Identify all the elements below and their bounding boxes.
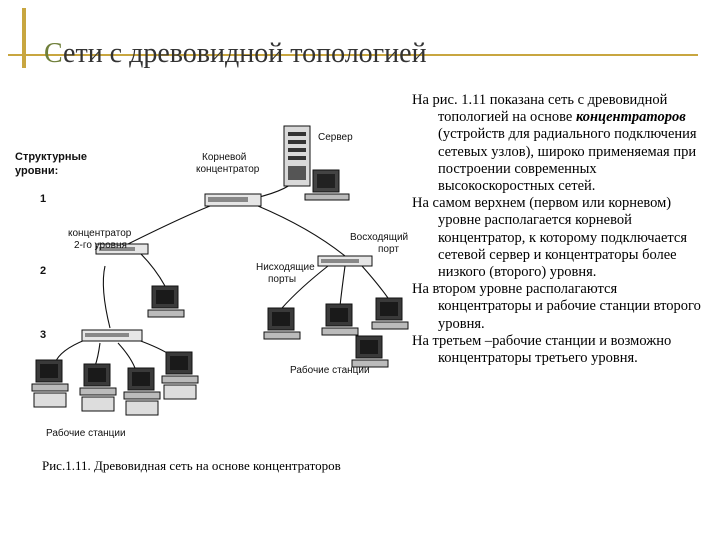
paragraph-1-text-end: (устройств для радиального подключения с… <box>438 126 697 195</box>
level-3-number: 3 <box>40 329 46 341</box>
label-downlink-line1: Нисходящие <box>256 262 315 273</box>
levels-title-line2: уровни: <box>15 165 58 177</box>
decor-horizontal-rule <box>8 54 698 56</box>
paragraph-1: На рис. 1.11 показана сеть с древовидной… <box>412 92 712 195</box>
label-root-hub-line2: концентратор <box>196 164 260 175</box>
label-workstations-mid: Рабочие станции <box>290 364 370 376</box>
root-hub <box>204 193 262 207</box>
paragraph-3-text: На втором уровне располагаются концентра… <box>412 281 701 332</box>
workstation-level2-c <box>371 297 409 330</box>
paragraph-2: На самом верхнем (первом или корневом) у… <box>412 195 712 281</box>
level2-hub-right <box>317 255 373 267</box>
paragraph-3: На втором уровне располагаются концентра… <box>412 281 712 333</box>
paragraph-4: На третьем –рабочие станции и возможно к… <box>412 333 712 367</box>
label-root-hub-line1: Корневой <box>202 152 246 163</box>
paragraph-1-text: На рис. 1.11 показана сеть с древовидной… <box>412 92 668 126</box>
level2-hub-left <box>95 243 149 255</box>
title-first-letter: С <box>44 38 64 69</box>
workstation-level3-c <box>123 367 161 416</box>
paragraph-1-emphasis: концентраторов <box>575 109 686 126</box>
label-uplink-line2: порт <box>378 244 399 255</box>
slide-title: Сети с древовидной топологией <box>44 38 427 70</box>
label-uplink-line1: Восходящий <box>350 232 408 243</box>
description-text: На рис. 1.11 показана сеть с древовидной… <box>412 92 712 367</box>
server-tower <box>283 125 311 187</box>
paragraph-2-text: На самом верхнем (первом или корневом) у… <box>412 195 688 281</box>
levels-title-line1: Структурные <box>15 151 87 163</box>
server-monitor <box>304 169 350 201</box>
decor-vertical-bar <box>22 8 26 68</box>
workstation-level3-d <box>161 351 199 400</box>
workstation-level3-b <box>79 363 117 412</box>
level-1-number: 1 <box>40 193 46 205</box>
label-server: Сервер <box>318 132 353 143</box>
workstation-level3-a <box>31 359 69 408</box>
label-hub2-line2: 2-го уровня <box>74 240 127 251</box>
title-rest: ети с древовидной топологией <box>63 38 427 69</box>
paragraph-4-text: На третьем –рабочие станции и возможно к… <box>412 332 672 367</box>
workstation-level2-b <box>321 303 359 336</box>
tree-network-diagram: Структурные уровни: 1 2 3 <box>15 125 409 439</box>
figure-caption: Рис.1.11. Древовидная сеть на основе кон… <box>42 458 341 473</box>
label-workstations-bottom: Рабочие станции <box>46 427 126 439</box>
workstation-level2-d <box>351 335 389 368</box>
workstation-level2-a <box>263 307 301 340</box>
workstation-level2-left <box>147 285 185 318</box>
label-downlink-line2: порты <box>268 274 296 285</box>
level3-hub <box>81 329 143 342</box>
level-2-number: 2 <box>40 265 46 277</box>
label-hub2-line1: концентратор <box>68 228 132 239</box>
